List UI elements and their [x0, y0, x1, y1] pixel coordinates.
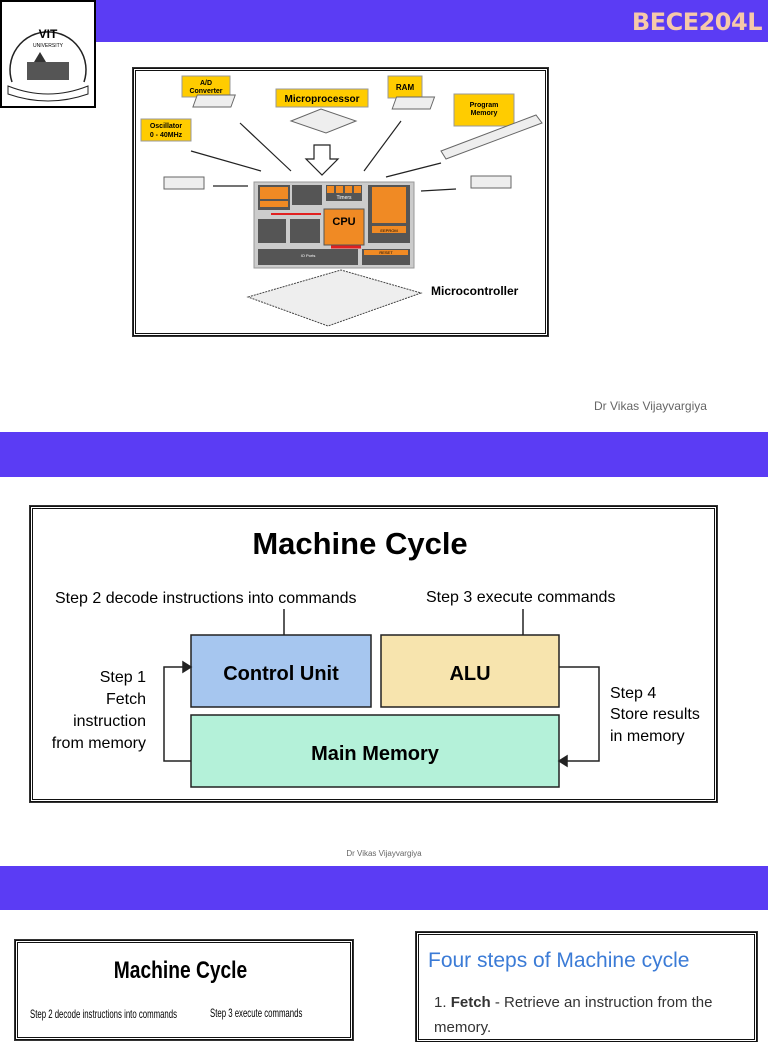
svg-text:Store results: Store results [610, 706, 700, 723]
microcontroller-diagram: A/D Converter Microprocessor RAM Program… [132, 67, 549, 337]
svg-text:Memory: Memory [471, 110, 498, 117]
svg-text:Microprocessor: Microprocessor [284, 94, 359, 105]
author-credit-2: Dr Vikas Vijayvargiya [346, 849, 422, 858]
svg-text:CPU: CPU [332, 216, 355, 228]
svg-text:from memory: from memory [52, 735, 146, 752]
step3-label: Step 3 execute commands [426, 589, 615, 606]
slide2-banner [0, 432, 768, 477]
svg-text:instruction: instruction [73, 713, 146, 730]
label-microprocessor: Microprocessor [275, 88, 369, 108]
svg-text:IO Ports: IO Ports [301, 253, 316, 258]
svg-text:0 - 40MHz: 0 - 40MHz [150, 132, 183, 139]
svg-text:ALU: ALU [449, 663, 490, 685]
thumbnail-step2: Step 2 decode instructions into commands [30, 1007, 177, 1021]
step1-label: Step 1 Fetch instruction from memory [52, 669, 146, 752]
svg-text:RESET: RESET [379, 250, 393, 255]
svg-text:Step 1: Step 1 [100, 669, 146, 686]
timers-label: Timers [336, 195, 352, 201]
svg-text:A/D: A/D [200, 80, 212, 87]
svg-text:Control Unit: Control Unit [223, 663, 339, 685]
author-credit: Dr Vikas Vijayvargiya [594, 399, 707, 413]
svg-text:Step 4: Step 4 [610, 685, 656, 702]
svg-text:Microcontroller: Microcontroller [431, 284, 519, 298]
four-steps-title: Four steps of Machine cycle [428, 949, 690, 972]
label-oscillator: Oscillator 0 - 40MHz [140, 118, 192, 142]
chip-block: Timers EEPROM CPU IO Ports RESET [253, 181, 415, 269]
diagram-title: Machine Cycle [252, 526, 467, 561]
svg-text:Oscillator: Oscillator [150, 123, 183, 130]
slide1-banner [0, 0, 768, 42]
main-memory-box [190, 714, 560, 788]
svg-text:VIT: VIT [39, 27, 58, 41]
four-steps-box: Four steps of Machine cycle 1. Fetch - R… [415, 931, 758, 1042]
svg-text:Fetch: Fetch [106, 691, 146, 708]
label-ram: RAM [387, 75, 423, 99]
machine-cycle-diagram: Machine Cycle Step 2 decode instructions… [29, 505, 718, 803]
fetch-arrow [163, 660, 193, 762]
university-logo: VIT UNIVERSITY [0, 0, 96, 108]
step-item-fetch-cont: memory. [434, 1019, 492, 1036]
thumbnail-title: Machine Cycle [113, 957, 248, 984]
store-arrow [557, 666, 600, 768]
dip-chips [163, 94, 543, 190]
svg-text:EEPROM: EEPROM [380, 228, 397, 233]
slide3-banner [0, 866, 768, 910]
svg-text:Program: Program [470, 102, 499, 109]
control-unit-box [190, 634, 372, 708]
alu-box [380, 634, 560, 708]
svg-text:UNIVERSITY: UNIVERSITY [33, 43, 64, 49]
label-program-memory: Program Memory [453, 93, 515, 127]
microcontroller-chip: Microcontroller [246, 269, 519, 327]
machine-cycle-thumbnail: Machine Cycle Step 2 decode instructions… [14, 939, 354, 1041]
svg-text:in memory: in memory [610, 728, 685, 745]
svg-text:Main Memory: Main Memory [311, 743, 440, 765]
step2-label: Step 2 decode instructions into commands [55, 590, 357, 607]
step-item-fetch: 1. Fetch - Retrieve an instruction from … [434, 994, 713, 1011]
thumbnail-step3: Step 3 execute commands [210, 1006, 303, 1020]
course-code: BECE204L [631, 8, 763, 36]
svg-text:Converter: Converter [189, 88, 222, 95]
arrows [190, 120, 457, 192]
label-ad-converter: A/D Converter [181, 75, 231, 98]
step4-label: Step 4 Store results in memory [610, 685, 700, 745]
svg-text:RAM: RAM [396, 83, 415, 92]
